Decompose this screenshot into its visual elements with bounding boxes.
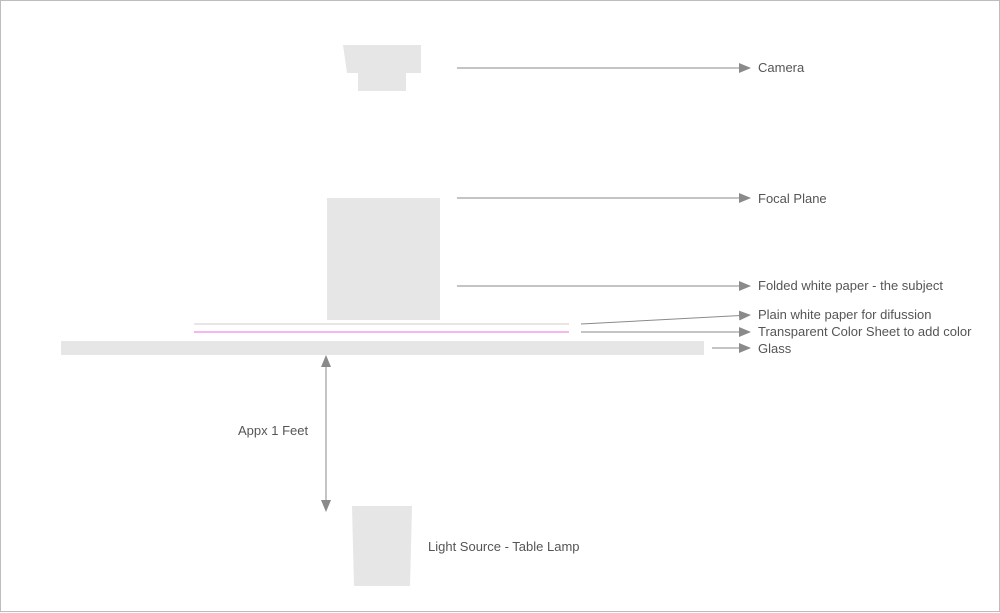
color-sheet-label: Transparent Color Sheet to add color bbox=[758, 324, 972, 339]
camera-shape bbox=[343, 45, 421, 91]
subject-paper-shape bbox=[327, 198, 440, 320]
focal-plane-label: Focal Plane bbox=[758, 191, 827, 206]
glass-label: Glass bbox=[758, 341, 792, 356]
glass-shape bbox=[61, 341, 704, 355]
light-source-label: Light Source - Table Lamp bbox=[428, 539, 580, 554]
distance-label: Appx 1 Feet bbox=[238, 423, 309, 438]
lamp-shape bbox=[352, 506, 412, 586]
subject-label: Folded white paper - the subject bbox=[758, 278, 943, 293]
diffusion-label: Plain white paper for difussion bbox=[758, 307, 932, 322]
diffusion-arrow bbox=[580, 310, 751, 325]
camera-label: Camera bbox=[758, 60, 805, 75]
